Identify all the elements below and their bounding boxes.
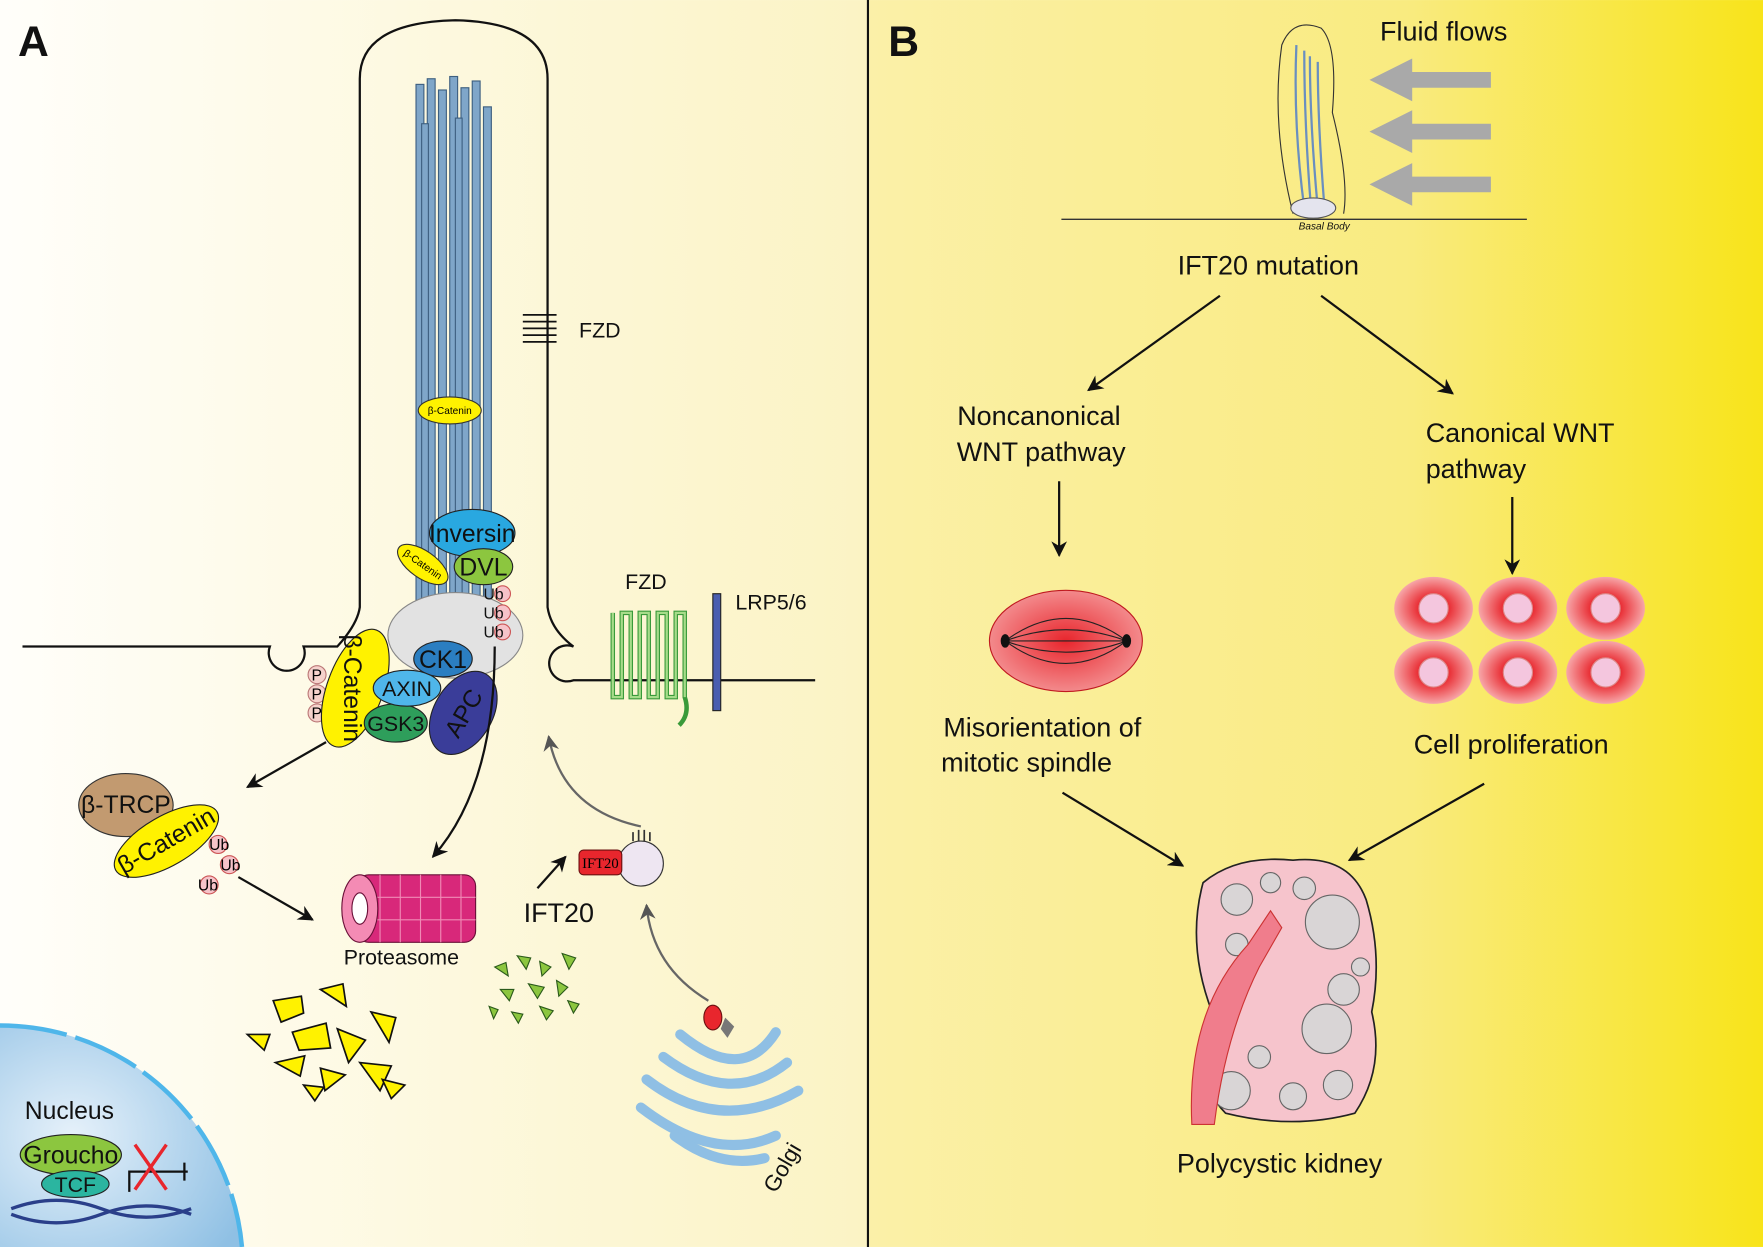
panel-a: A FZD β-Catenin Inversin β-Catenin DVL U… xyxy=(0,0,869,1247)
fzd-cilium: FZD xyxy=(522,314,621,343)
ift20-vesicle: IFT20 IFT20 xyxy=(524,829,664,928)
panel-b: B Fluid flows Basal Body IFT20 mutation … xyxy=(869,0,1763,1247)
p-label: P xyxy=(311,686,322,703)
proliferating-cells xyxy=(1394,576,1645,704)
misorientation-label-2: mitotic spindle xyxy=(941,747,1112,777)
golgi-vesicle xyxy=(703,1004,735,1038)
btrcp-label: β-TRCP xyxy=(81,792,171,819)
axin-label: AXIN xyxy=(382,677,432,701)
ub-label: Ub xyxy=(483,605,503,622)
p-label: P xyxy=(311,667,322,684)
nucleus: Nucleus Groucho TCF xyxy=(0,1023,245,1247)
ub-label: Ub xyxy=(483,625,503,642)
flow-arrows xyxy=(1369,58,1491,206)
panel-a-arrows xyxy=(237,646,709,1002)
polycystic-kidney-label: Polycystic kidney xyxy=(1177,1149,1383,1179)
groucho-label: Groucho xyxy=(23,1143,118,1170)
panel-b-arrows xyxy=(1051,294,1521,867)
ub-chain-cilium: Ub Ub Ub xyxy=(483,585,512,642)
inversin: Inversin xyxy=(428,508,516,558)
basal-body-label: Basal Body xyxy=(1299,221,1351,232)
panel-a-label: A xyxy=(18,18,49,66)
ift20-label: IFT20 xyxy=(524,898,594,928)
misorientation-label: Misorientation of xyxy=(943,712,1141,742)
noncanonical-label: Noncanonical xyxy=(957,401,1120,431)
nucleus-label: Nucleus xyxy=(25,1098,114,1125)
ift20-vesicle-label: IFT20 xyxy=(582,856,619,872)
noncanonical-label-2: WNT pathway xyxy=(957,437,1126,467)
dvl-label: DVL xyxy=(459,555,507,582)
cell-proliferation-label: Cell proliferation xyxy=(1414,729,1609,759)
fzd-membrane-label: FZD xyxy=(625,570,667,594)
ub-label: Ub xyxy=(483,586,503,603)
beta-catenin-cilium: β-Catenin xyxy=(417,396,482,425)
polycystic-kidney xyxy=(1190,858,1378,1125)
nuclear-envelope xyxy=(0,1023,245,1247)
dna xyxy=(10,1198,192,1225)
ub-label: Ub xyxy=(209,837,229,854)
inversin-label: Inversin xyxy=(429,521,516,548)
lrp-receptor: LRP5/6 xyxy=(712,590,807,712)
fluid-flows-label: Fluid flows xyxy=(1380,17,1507,47)
green-fragments xyxy=(488,952,580,1025)
mitotic-spindle xyxy=(988,589,1143,693)
inhibition-x-icon xyxy=(133,1143,168,1191)
beta-catenin-cilium-label: β-Catenin xyxy=(428,406,472,417)
destruction-complex: P P P β-Catenin CK1 GSK3 APC AXIN xyxy=(307,628,498,756)
ub-label: Ub xyxy=(198,878,218,895)
ift20-mutation-label: IFT20 mutation xyxy=(1178,250,1359,280)
fzd-cilium-label: FZD xyxy=(579,318,621,342)
p-label: P xyxy=(311,706,322,723)
gsk3-label: GSK3 xyxy=(367,712,424,736)
panel-b-label: B xyxy=(888,18,919,66)
bent-cilium: Basal Body xyxy=(1061,24,1527,232)
golgi: Golgi xyxy=(635,1027,806,1197)
ck1-label: CK1 xyxy=(419,647,467,674)
proteasome-label: Proteasome xyxy=(344,946,459,970)
cell-membrane-cilium-outline xyxy=(22,19,816,683)
proteasome: Proteasome xyxy=(341,874,477,970)
dvl: DVL xyxy=(453,548,514,586)
canonical-label-2: pathway xyxy=(1426,454,1527,484)
yellow-fragments xyxy=(245,982,407,1103)
fzd-receptor: FZD xyxy=(610,570,689,727)
tcf-label: TCF xyxy=(55,1173,97,1197)
canonical-label: Canonical WNT xyxy=(1426,418,1615,448)
lrp-label: LRP5/6 xyxy=(735,590,806,614)
beta-catenin-complex-label: β-Catenin xyxy=(338,634,365,742)
ub-label: Ub xyxy=(220,857,240,874)
